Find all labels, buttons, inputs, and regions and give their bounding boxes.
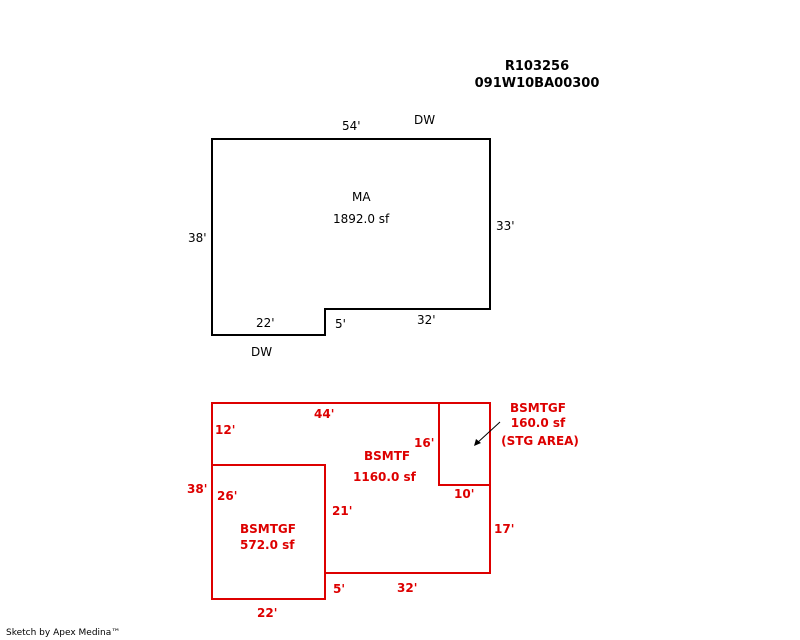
parcel-id: R103256: [504, 59, 570, 74]
bsmt-dim-bottom-right: 32': [397, 581, 418, 595]
storage-arrow: [475, 421, 501, 445]
storage-name: BSMTGF: [510, 401, 566, 415]
main-dim-right: 33': [496, 219, 515, 233]
storage-area: 160.0 sf: [510, 416, 566, 430]
bsmt-dim-left: 38': [187, 482, 208, 496]
sketch-credit: Sketch by Apex Medina™: [6, 628, 121, 638]
storage-dim-left: 16': [414, 436, 435, 450]
storage-outline: [438, 403, 490, 486]
bsmt-dim-step: 5': [333, 582, 346, 596]
garage-name: BSMTGF: [240, 522, 296, 536]
storage-arrow-head: [474, 439, 481, 446]
main-floor-outline: [211, 138, 491, 336]
main-label-bottom: DW: [251, 345, 273, 359]
garage-area: 572.0 sf: [240, 538, 295, 552]
main-label-top: DW: [414, 113, 436, 127]
bsmt-dim-right: 17': [494, 522, 515, 536]
bsmt-dim-left-upper: 12': [215, 423, 236, 437]
storage-dim-bottom: 10': [454, 487, 475, 501]
main-dim-left: 38': [188, 231, 207, 245]
garage-dim-right: 21': [332, 504, 353, 518]
garage-dim-left: 26': [217, 489, 238, 503]
main-area-size: 1892.0 sf: [333, 212, 390, 226]
main-dim-bottom-left: 22': [256, 316, 275, 330]
map-id: 091W10BA00300: [474, 76, 600, 91]
storage-note: (STG AREA): [501, 434, 579, 448]
bsmt-main-area: 1160.0 sf: [353, 470, 416, 484]
main-dim-step: 5': [335, 317, 346, 331]
main-dim-bottom-right: 32': [417, 313, 436, 327]
garage-outline: [212, 464, 326, 573]
bsmt-dim-top: 44': [314, 407, 335, 421]
main-dim-top: 54': [342, 119, 361, 133]
basement-outline: [211, 402, 491, 600]
main-area-name: MA: [352, 190, 371, 204]
bsmt-main-name: BSMTF: [364, 449, 411, 463]
bsmt-dim-bottom-left: 22': [257, 606, 278, 620]
